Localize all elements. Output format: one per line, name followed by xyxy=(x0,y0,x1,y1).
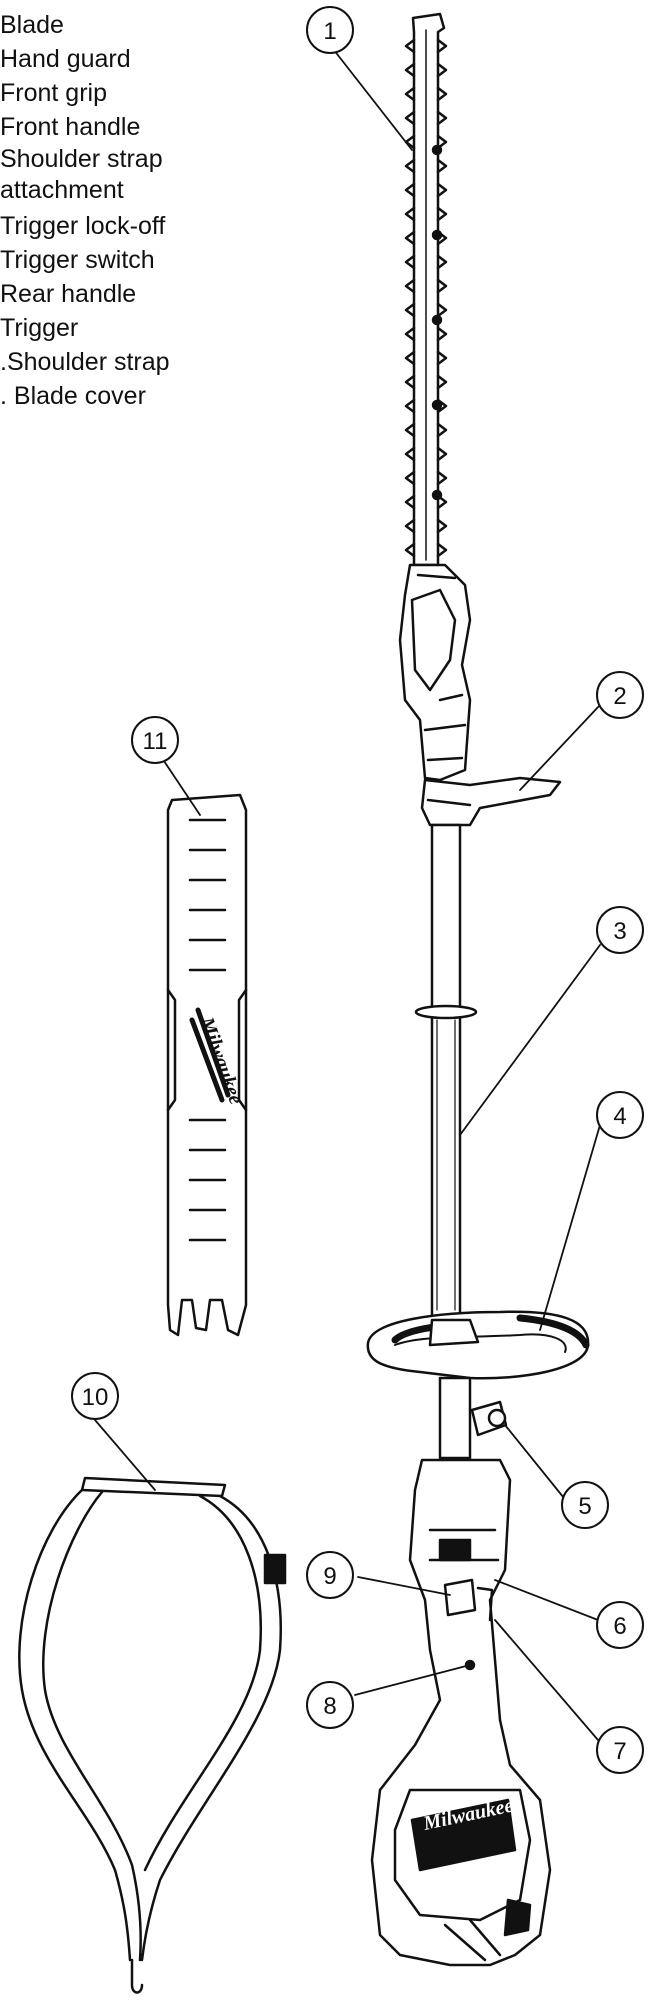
shoulder-strap-drawing xyxy=(18,1476,287,1994)
callout-9: 9 xyxy=(323,1563,336,1590)
blade-drawing xyxy=(404,12,448,567)
callout-7: 7 xyxy=(613,1738,626,1765)
callout-labels: 1 2 3 4 5 6 7 9 8 10 11 xyxy=(82,18,627,1765)
callout-10: 10 xyxy=(82,1384,109,1411)
legend-item-hand-guard: Hand guard xyxy=(0,45,131,73)
callout-8: 8 xyxy=(323,1693,336,1720)
callout-3: 3 xyxy=(613,918,626,945)
gear-head-drawing xyxy=(398,563,472,782)
front-handle-drawing xyxy=(366,1310,590,1380)
shaft-drawing xyxy=(414,823,478,1327)
callout-circles xyxy=(71,6,644,1774)
callout-2: 2 xyxy=(613,683,626,710)
callout-6: 6 xyxy=(613,1613,626,1640)
legend-item-trigger: Trigger xyxy=(0,314,79,342)
legend-item-front-handle: Front handle xyxy=(0,113,141,141)
legend-item-front-grip: Front grip xyxy=(0,79,107,107)
legend-item-shoulder-strap: .Shoulder strap xyxy=(0,348,170,376)
blade-cover-drawing xyxy=(166,793,248,1337)
legend-item-trigger-switch: Trigger switch xyxy=(0,246,155,274)
motor-housing-drawing xyxy=(370,1458,552,1967)
legend-item-shoulder-strap-attachment: Shoulder strap attachment xyxy=(0,145,163,204)
callout-5: 5 xyxy=(578,1493,591,1520)
callout-4: 4 xyxy=(613,1103,626,1130)
callout-1: 1 xyxy=(323,18,336,45)
parts-legend: Blade Hand guard Front grip Front handle… xyxy=(0,8,230,413)
callout-11: 11 xyxy=(143,728,168,755)
leader-lines xyxy=(94,44,601,1741)
hand-guard-drawing xyxy=(420,776,562,827)
legend-item-blade: Blade xyxy=(0,11,64,39)
legend-item-rear-handle: Rear handle xyxy=(0,280,137,308)
legend-item-blade-cover: . Blade cover xyxy=(0,382,146,410)
clamp-drawing xyxy=(438,1376,508,1460)
legend-item-trigger-lock-off: Trigger lock-off xyxy=(0,212,166,240)
